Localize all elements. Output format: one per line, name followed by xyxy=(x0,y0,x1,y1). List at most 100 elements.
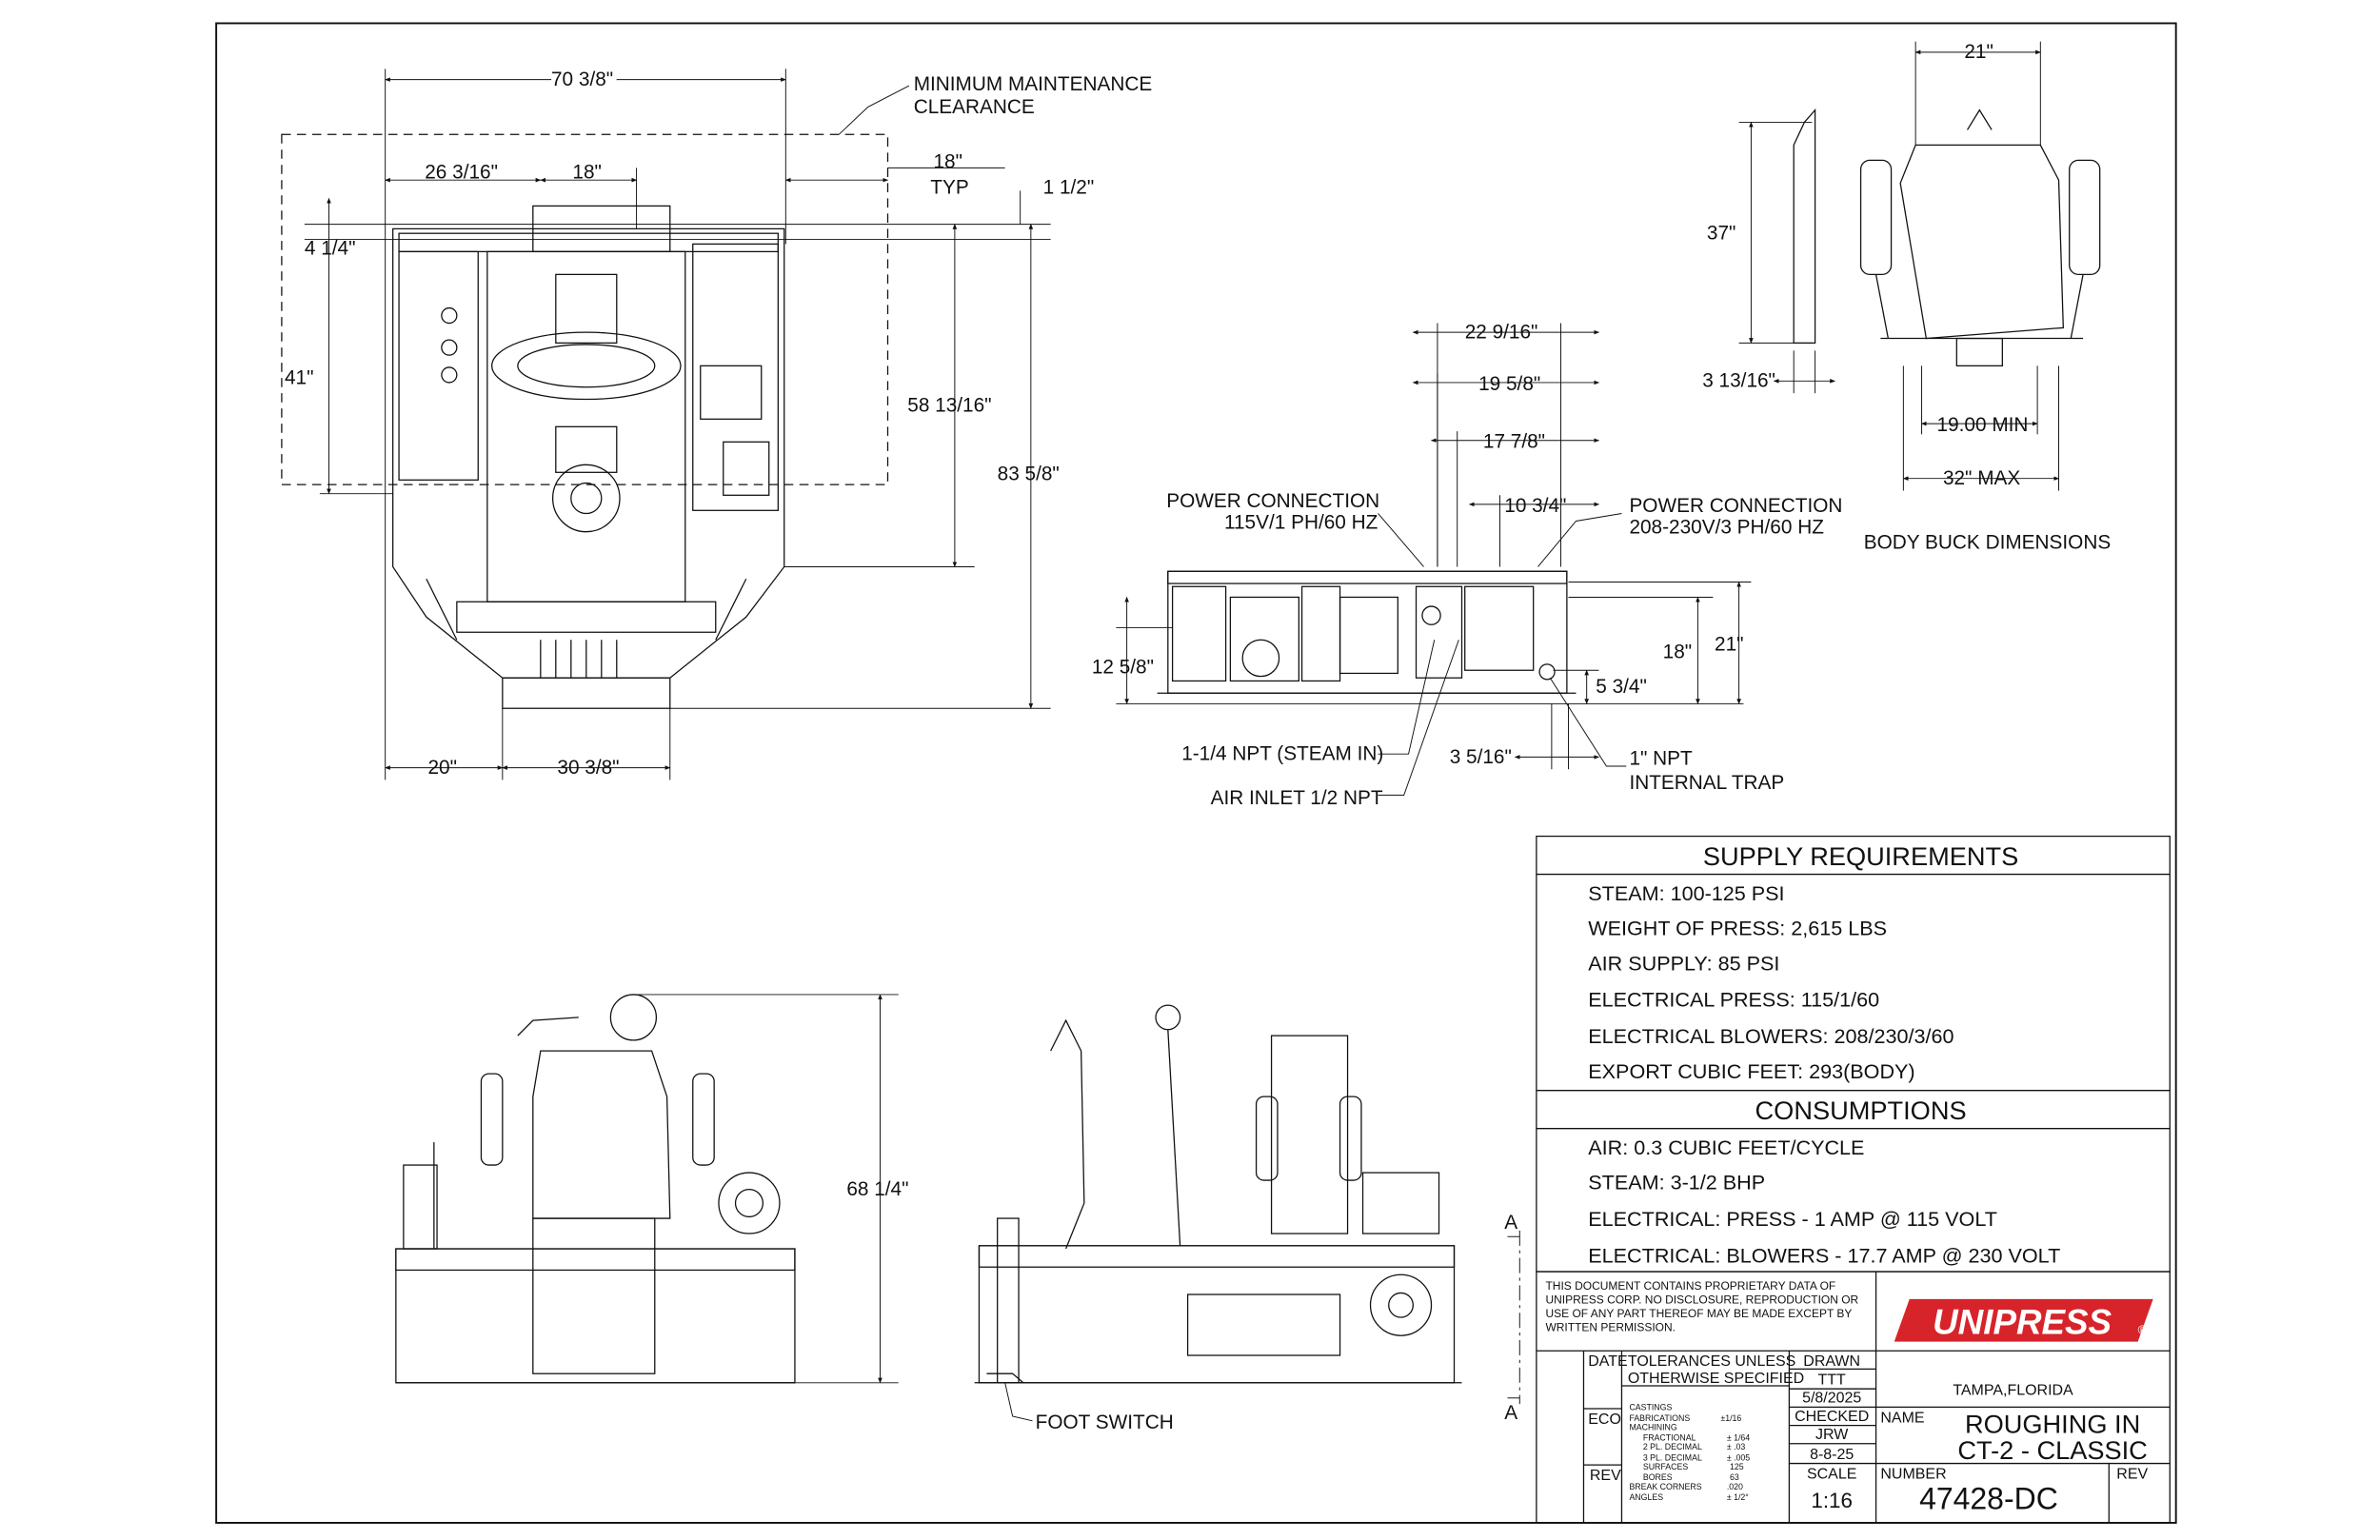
dim-d3: 17 7/8" xyxy=(1483,431,1545,453)
supply-row: WEIGHT OF PRESS: 2,615 LBS xyxy=(1588,917,1887,940)
leader-air-inlet xyxy=(1378,640,1459,796)
side-regulators xyxy=(1464,585,1535,671)
buck-max: 32" MAX xyxy=(1943,467,2020,489)
dim-right-height: 58 13/16" xyxy=(907,394,991,416)
proprietary-notice: THIS DOCUMENT CONTAINS PROPRIETARY DATA … xyxy=(1545,1279,1858,1333)
dim-center-offset: 18" xyxy=(572,162,602,184)
front-arm-left xyxy=(517,1017,579,1037)
top-view-labels: 70 3/8" MINIMUM MAINTENANCE CLEARANCE 26… xyxy=(285,64,1153,779)
leader-power-115 xyxy=(1378,513,1424,567)
press-blower xyxy=(700,365,763,420)
side-box-2 xyxy=(1339,596,1398,675)
top-view-dimensions xyxy=(304,69,1051,780)
body-buck-dimensions xyxy=(1738,41,2060,491)
dim-bottom-gap: 3 5/16" xyxy=(1450,746,1512,768)
front-view xyxy=(395,994,796,1384)
right-table xyxy=(978,1245,1456,1268)
dim-d4: 10 3/4" xyxy=(1504,495,1566,517)
drawn-label: DRAWN xyxy=(1803,1353,1860,1370)
dim-bottom-left: 20" xyxy=(427,757,457,779)
body-buck-labels: 21" 37" 3 13/16" 19.00 MIN 32" MAX BODY … xyxy=(1702,41,2111,553)
supply-row: EXPORT CUBIC FEET: 293(BODY) xyxy=(1588,1059,1914,1083)
clearance-label-1: MINIMUM MAINTENANCE xyxy=(914,73,1153,95)
supply-title: SUPPLY REQUIREMENTS xyxy=(1703,841,2018,871)
consumption-rows: AIR: 0.3 CUBIC FEET/CYCLE STEAM: 3-1/2 B… xyxy=(1588,1135,2060,1268)
front-blower-inner xyxy=(734,1189,764,1218)
tol-label: 2 PL. DECIMAL xyxy=(1643,1442,1702,1451)
checked-date: 8-8-25 xyxy=(1810,1447,1854,1463)
tol-label: BREAK CORNERS xyxy=(1629,1482,1701,1491)
tol-value: ± .03 xyxy=(1727,1442,1746,1451)
right-mid-box xyxy=(1186,1293,1341,1356)
buck-base xyxy=(1955,337,2003,366)
drawing-name-line-2: CT-2 - CLASSIC xyxy=(1957,1435,2147,1465)
leader-power-208 xyxy=(1537,513,1622,567)
power-115-spec: 115V/1 PH/60 HZ xyxy=(1224,511,1378,533)
valve-3 xyxy=(441,366,458,384)
press-outline xyxy=(392,227,785,679)
buck-right-cylinder xyxy=(2069,159,2101,276)
foot-switch-pedal xyxy=(986,1372,1024,1384)
power-208-title: POWER CONNECTION xyxy=(1629,495,1842,517)
side-panel xyxy=(1300,585,1341,682)
tol-value: ±1/16 xyxy=(1720,1413,1741,1423)
steam-in-label: 1-1/4 NPT (STEAM IN) xyxy=(1181,743,1383,765)
dim-h-right: 21" xyxy=(1715,633,1744,655)
front-base-frame xyxy=(395,1248,796,1384)
body-buck-view xyxy=(1793,108,2101,366)
side-valve-block xyxy=(1415,585,1463,679)
tol-label: BORES xyxy=(1643,1472,1673,1482)
npt-1-label: 1" NPT xyxy=(1629,747,1693,769)
tol-label: MACHINING xyxy=(1629,1422,1676,1431)
right-pedal-arm xyxy=(1050,1018,1085,1250)
press-left-panel xyxy=(398,250,479,481)
requirements-table xyxy=(1536,835,2171,1273)
notice-line: WRITTEN PERMISSION. xyxy=(1545,1320,1676,1333)
power-115-title: POWER CONNECTION xyxy=(1166,490,1379,512)
maintenance-clearance-box xyxy=(281,133,889,485)
tol-label: ANGLES xyxy=(1629,1492,1663,1502)
unipress-logo: UNIPRESS ® xyxy=(1894,1298,2153,1342)
dim-small-offset: 1 1/2" xyxy=(1043,177,1095,199)
dim-overall-width: 70 3/8" xyxy=(551,69,613,90)
consumption-row: AIR: 0.3 CUBIC FEET/CYCLE xyxy=(1588,1135,1864,1159)
tolerances-line-1: TOLERANCES UNLESS xyxy=(1628,1353,1795,1370)
dim-overall-depth: 83 5/8" xyxy=(998,463,1060,484)
foot-switch-label: FOOT SWITCH xyxy=(1036,1412,1174,1433)
supply-row: AIR SUPPLY: 85 PSI xyxy=(1588,951,1779,975)
number-label: NUMBER xyxy=(1880,1467,1946,1483)
dim-clearance-typ: 18" xyxy=(933,150,962,172)
internal-trap-label: INTERNAL TRAP xyxy=(1629,772,1784,794)
front-cabinet xyxy=(532,1217,656,1374)
press-head xyxy=(490,331,682,401)
dim-top-gap: 4 1/4" xyxy=(305,238,356,260)
consumptions-title: CONSUMPTIONS xyxy=(1755,1096,1967,1125)
front-buck-body xyxy=(532,1050,671,1219)
front-buck-dome xyxy=(609,994,658,1041)
side-frame xyxy=(1167,570,1568,694)
supply-row: ELECTRICAL PRESS: 115/1/60 xyxy=(1588,988,1879,1012)
scale-value: 1:16 xyxy=(1811,1489,1853,1512)
right-blower-inner xyxy=(1388,1292,1414,1318)
press-mechanism xyxy=(555,273,618,344)
tol-label: FRACTIONAL xyxy=(1643,1433,1696,1443)
right-motor xyxy=(1361,1172,1440,1234)
buck-left-cylinder xyxy=(1859,159,1893,276)
drawing-number: 47428-DC xyxy=(1919,1482,2058,1516)
valve-2 xyxy=(441,339,458,356)
right-base-frame xyxy=(978,1245,1456,1384)
dim-h-low: 5 3/4" xyxy=(1596,676,1647,698)
leader-steam-in xyxy=(1378,640,1436,755)
dim-left-height: 41" xyxy=(285,367,314,389)
press-mechanism-2 xyxy=(555,425,618,473)
scale-label: SCALE xyxy=(1807,1467,1856,1483)
supply-row: ELECTRICAL BLOWERS: 208/230/3/60 xyxy=(1588,1024,1954,1048)
name-label: NAME xyxy=(1880,1410,1924,1426)
tolerances-line-2: OTHERWISE SPECIFIED xyxy=(1628,1371,1804,1387)
buck-min: 19.00 MIN xyxy=(1937,414,2029,436)
dim-d1: 22 9/16" xyxy=(1465,322,1538,344)
eco-label: ECO xyxy=(1588,1412,1621,1428)
checked-by: JRW xyxy=(1815,1427,1849,1443)
side-trap xyxy=(1538,663,1556,681)
